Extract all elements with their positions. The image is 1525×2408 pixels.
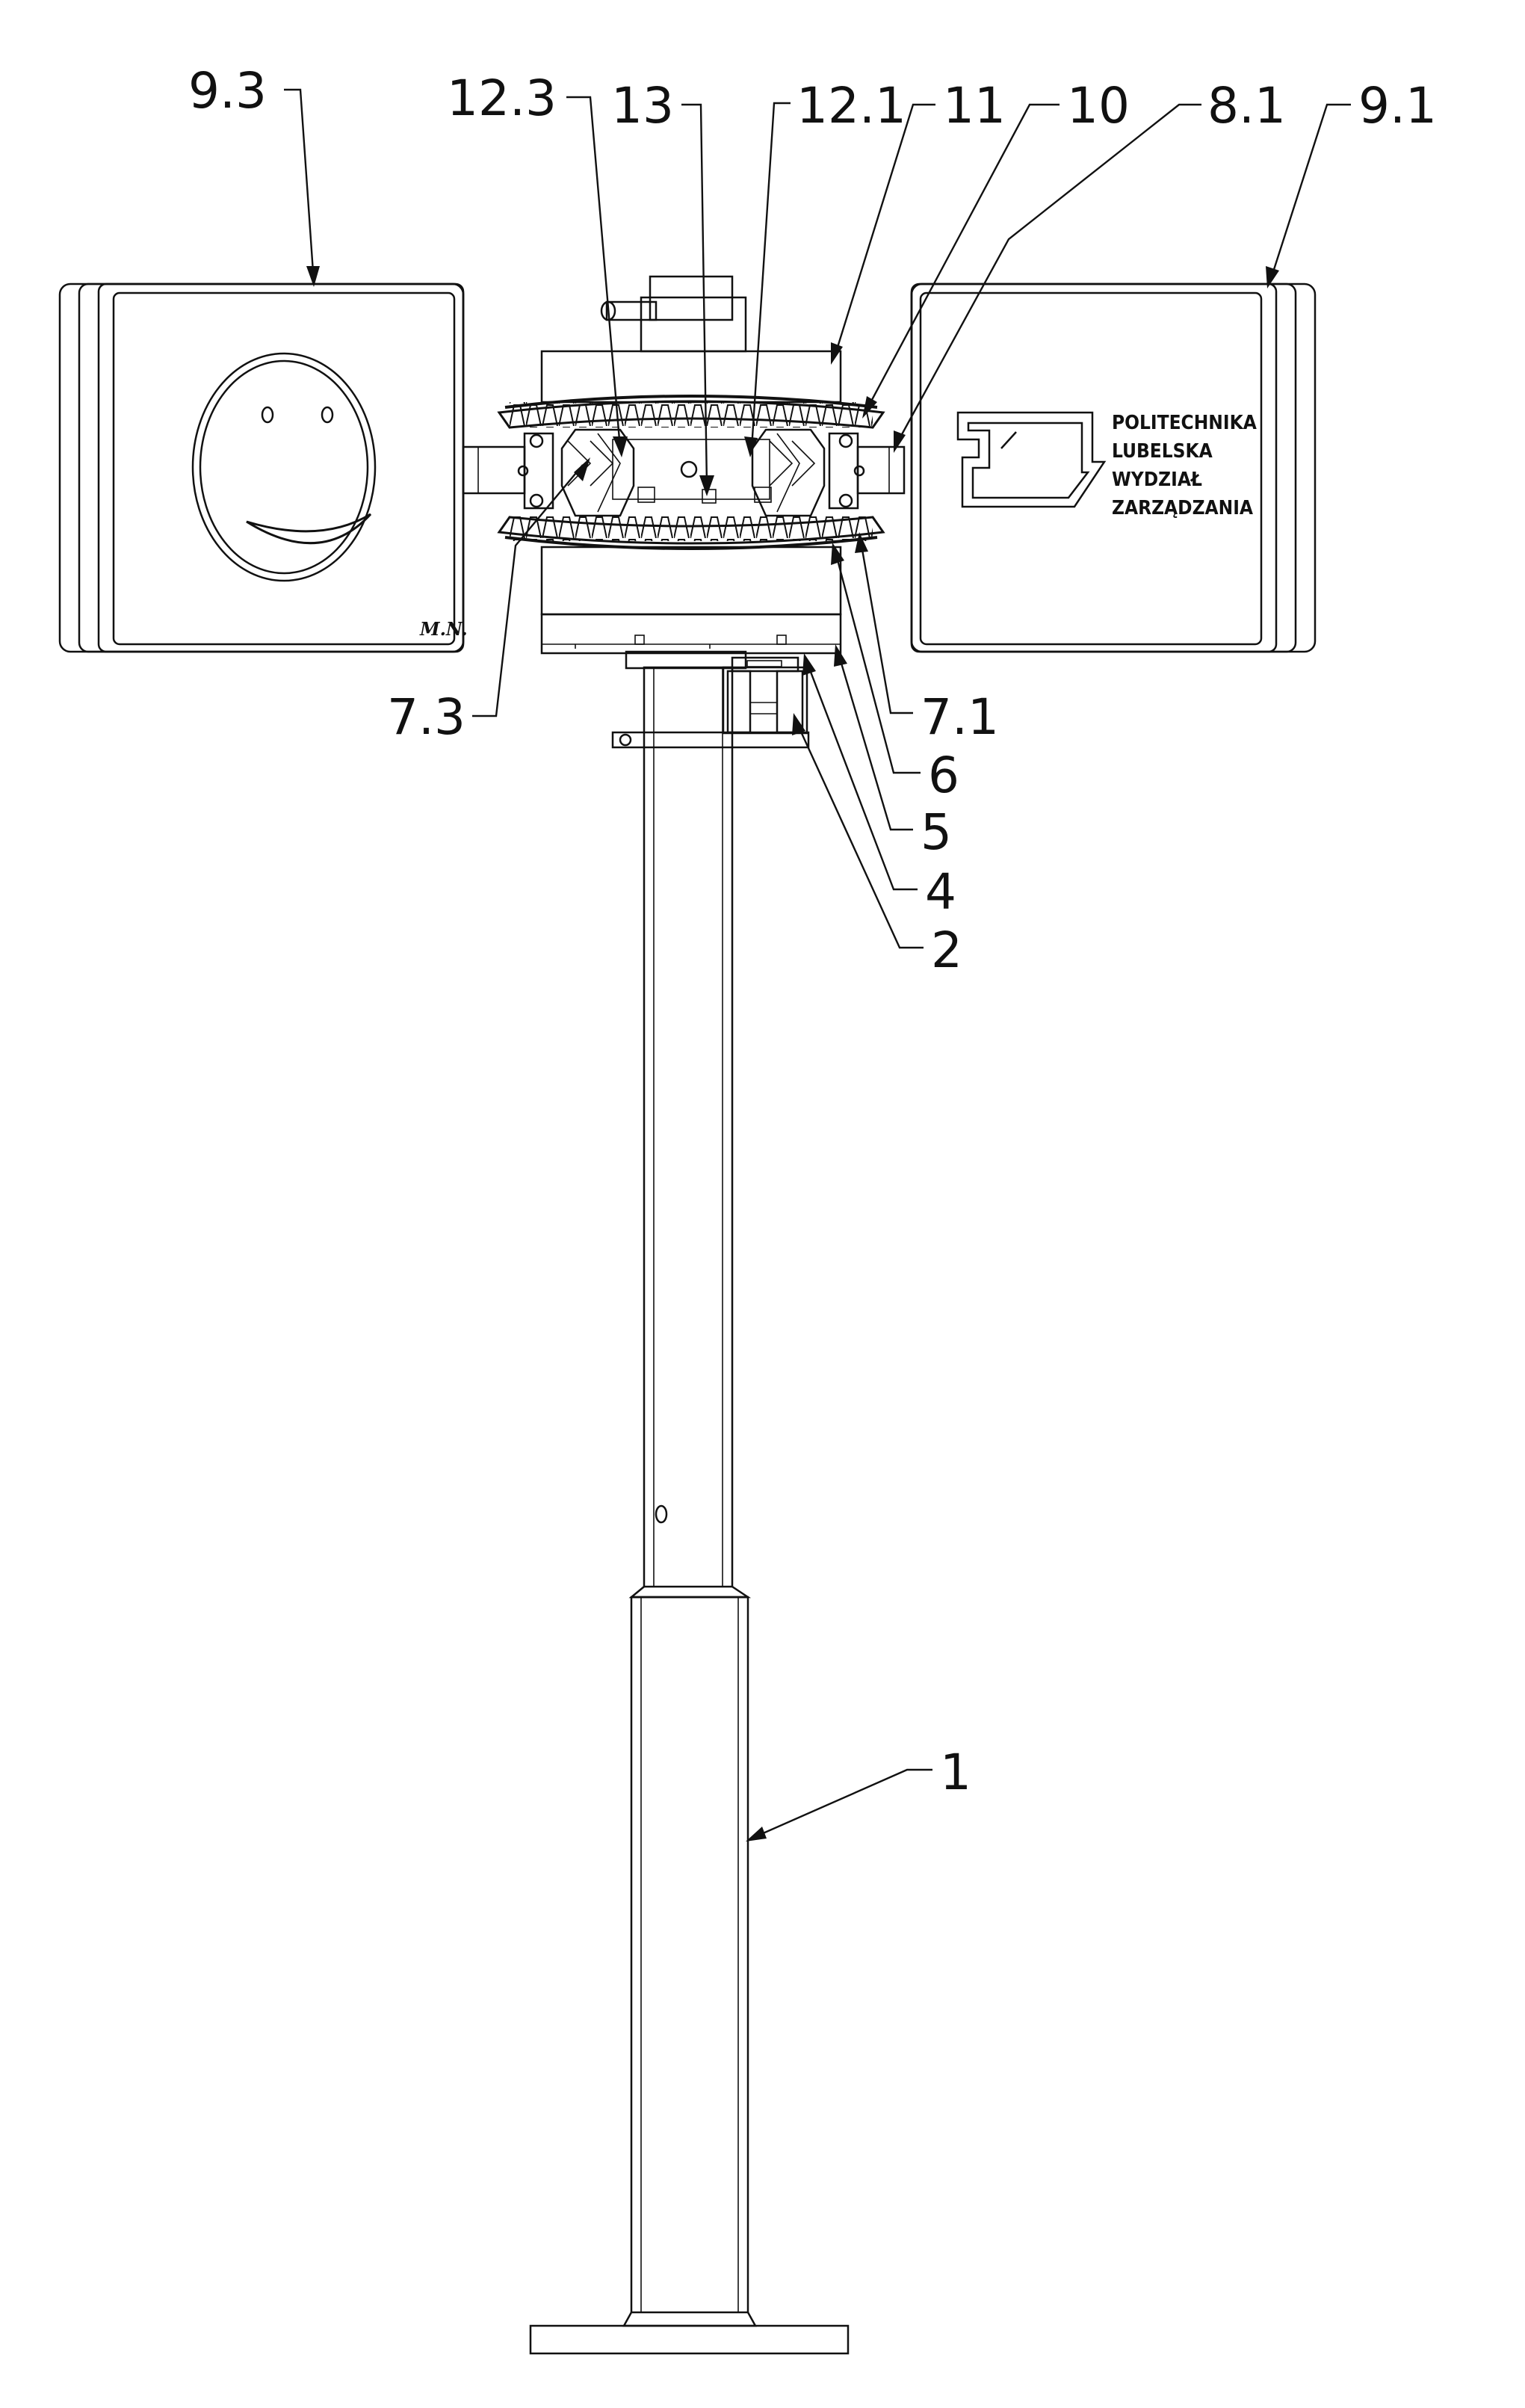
gear-rings: [497, 395, 885, 550]
label-12-3: 12.3: [447, 70, 557, 127]
label-8-1: 8.1: [1207, 77, 1286, 135]
label-7-3: 7.3: [387, 688, 465, 746]
right-sign-panel: POLITECHNIKA LUBELSKA WYDZIAŁ ZARZĄDZANI…: [910, 283, 1317, 653]
reference-labels: 9.3 12.3 13 12.1 11 10 8.1 9.1 7.3 7.1 6…: [188, 62, 1437, 1801]
left-sign-panel: M.N.: [58, 283, 468, 653]
sign-line-2: LUBELSKA: [1112, 440, 1213, 463]
sign-line-1: POLITECHNIKA: [1112, 412, 1257, 434]
label-11: 11: [943, 77, 1006, 135]
label-2: 2: [931, 921, 962, 979]
housing: [540, 275, 842, 655]
smiley-face: [191, 352, 377, 582]
label-10: 10: [1067, 77, 1130, 135]
sign-line-3: WYDZIAŁ: [1112, 469, 1202, 491]
signature-text: M.N.: [419, 618, 468, 640]
sign-line-4: ZARZĄDZANIA: [1112, 497, 1253, 519]
left-shaft: [462, 432, 554, 510]
label-5: 5: [921, 803, 952, 861]
leader-lines: [284, 88, 1351, 1841]
pinion-left: [560, 428, 635, 517]
label-13: 13: [611, 77, 674, 135]
label-12-1: 12.1: [796, 77, 906, 135]
label-1: 1: [940, 1744, 971, 1801]
label-9-3: 9.3: [188, 62, 267, 120]
label-6: 6: [928, 747, 959, 804]
university-logo: [956, 411, 1107, 508]
drive-bracket: [611, 650, 810, 749]
label-9-1: 9.1: [1358, 77, 1437, 135]
label-4: 4: [925, 863, 956, 921]
pole: [529, 666, 850, 2355]
pinion-right: [751, 428, 826, 517]
right-shaft: [828, 432, 906, 510]
label-7-1: 7.1: [921, 688, 999, 746]
